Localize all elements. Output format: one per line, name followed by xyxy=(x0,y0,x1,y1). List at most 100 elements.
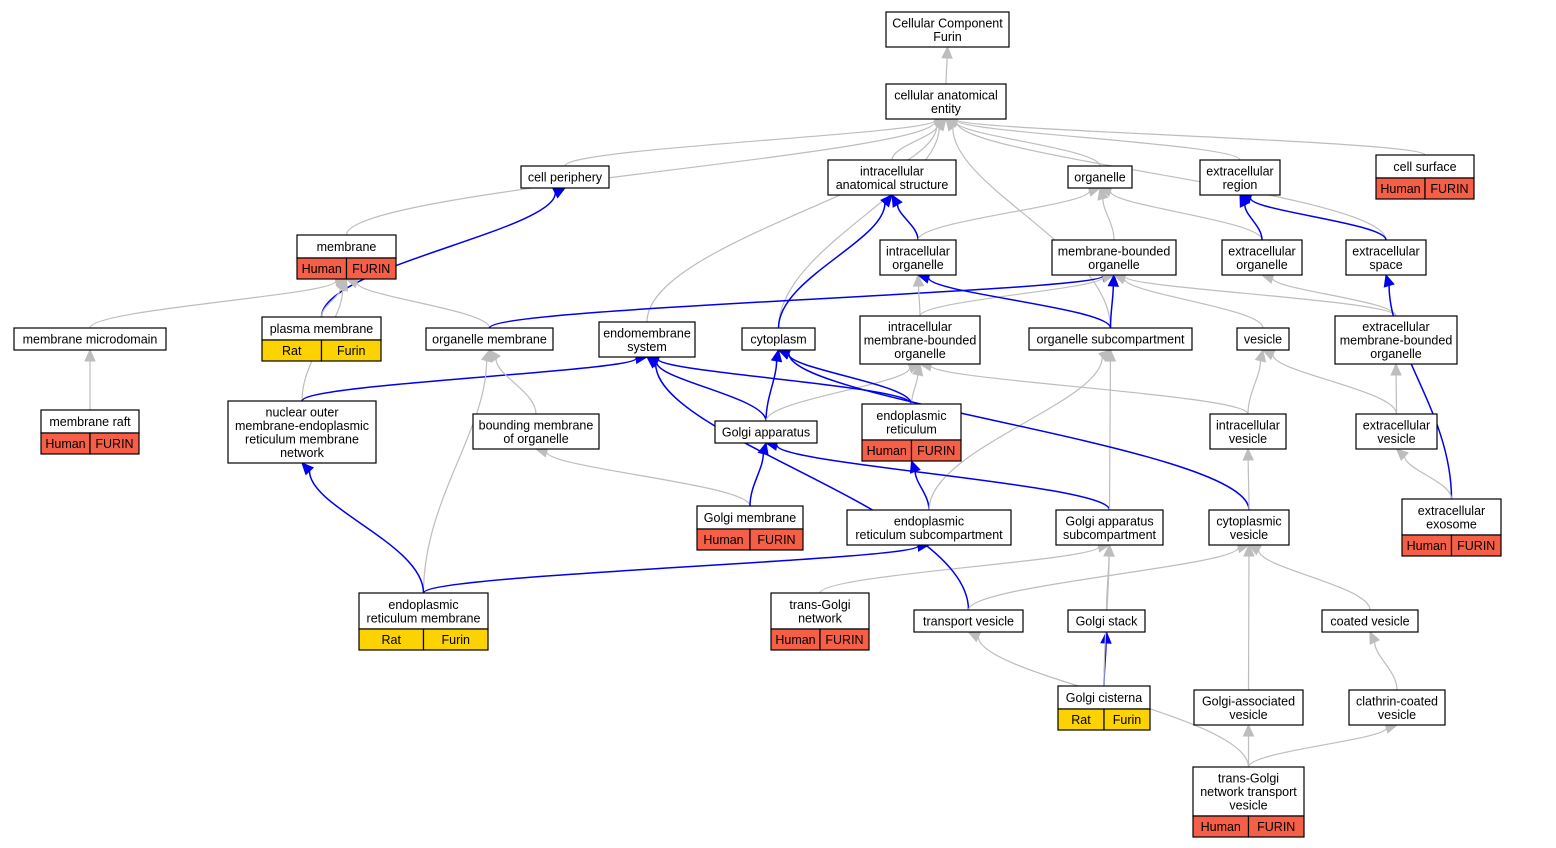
edge-coated-ves-to-cyto-vesicle xyxy=(1247,544,1371,611)
edge-tgn-to-golgi-subcomp xyxy=(819,541,1111,594)
gene-cell xyxy=(89,432,140,455)
node-label-line: endomembrane xyxy=(603,326,691,340)
arrowhead xyxy=(301,462,315,476)
arrowhead xyxy=(880,194,893,208)
node-org-subcomp[interactable]: organelle subcompartment xyxy=(1028,327,1193,351)
arrowhead xyxy=(1107,273,1120,287)
edge-line xyxy=(765,367,911,422)
edge-transport-ves-to-endomem xyxy=(646,356,970,611)
node-label-line: space xyxy=(1369,258,1402,272)
node-label-line: intracellular xyxy=(860,164,924,178)
edge-line xyxy=(927,277,1112,329)
node-label-line: membrane-bounded xyxy=(1340,334,1453,348)
arrowhead xyxy=(646,356,660,369)
node-golgi-app[interactable]: Golgi apparatus xyxy=(714,420,818,444)
gene-cell xyxy=(422,628,489,651)
edge-line xyxy=(776,444,1111,511)
edge-golgi-mem-to-golgi-app xyxy=(749,441,769,507)
node-mem-micro[interactable]: membrane microdomain xyxy=(13,327,167,351)
node-label-line: extracellular xyxy=(1228,244,1295,258)
node-transport-ves[interactable]: transport vesicle xyxy=(913,609,1024,633)
node-label-line: intracellular xyxy=(888,320,952,334)
edge-ec-vesicle-to-ecmbo xyxy=(1390,362,1402,415)
node-label-line: region xyxy=(1223,178,1258,192)
node-nuc-outer[interactable]: nuclear outermembrane-endoplasmicreticul… xyxy=(227,400,377,464)
node-organelle[interactable]: organelle xyxy=(1067,165,1133,189)
edge-line xyxy=(967,546,1239,611)
edge-line xyxy=(356,282,491,329)
edge-cytoplasm-to-ias xyxy=(777,194,893,329)
edge-line xyxy=(1388,285,1453,500)
node-label-line: reticulum membrane xyxy=(245,432,359,446)
node-golgi-stack[interactable]: Golgi stack xyxy=(1067,609,1146,633)
edge-line xyxy=(301,357,637,402)
arrowhead xyxy=(911,362,924,377)
node-coated-ves[interactable]: coated vesicle xyxy=(1321,609,1419,633)
node-cell-periphery[interactable]: cell periphery xyxy=(520,165,610,189)
edge-line xyxy=(952,127,1112,329)
gene-label: Furin xyxy=(1113,713,1142,727)
arrowhead xyxy=(1100,630,1112,644)
gene-cell xyxy=(1103,708,1151,731)
node-cytoplasm[interactable]: cytoplasm xyxy=(741,327,816,351)
species-label: Human xyxy=(775,633,815,647)
node-label-line: vesicle xyxy=(1229,432,1267,446)
node-label-line: membrane microdomain xyxy=(23,333,158,347)
node-header xyxy=(879,239,957,276)
edge-org-mem-to-mbo xyxy=(488,270,1116,329)
edge-line xyxy=(928,357,1103,511)
node-label-line: Golgi-associated xyxy=(1202,694,1295,708)
edge-line xyxy=(654,363,970,611)
node-label-line: coated vesicle xyxy=(1330,615,1409,629)
node-label-line: membrane-bounded xyxy=(864,334,977,348)
edge-ic-vesicle-to-icmbo xyxy=(918,360,1249,415)
edge-line xyxy=(956,121,1387,241)
node-header xyxy=(1028,327,1193,351)
node-org-mem[interactable]: organelle membrane xyxy=(425,327,554,351)
node-vesicle[interactable]: vesicle xyxy=(1236,327,1290,351)
node-label-line: organelle xyxy=(892,258,943,272)
node-header xyxy=(227,400,377,464)
node-label-line: organelle xyxy=(1370,347,1421,361)
node-label-line: organelle xyxy=(1088,258,1139,272)
node-header xyxy=(1401,498,1502,536)
node-header xyxy=(472,413,600,450)
edge-ext-region-to-cae xyxy=(944,114,1241,161)
node-label-line: organelle membrane xyxy=(432,333,547,347)
edge-line xyxy=(646,125,938,323)
edge-ec-exosome-to-ec-vesicle xyxy=(1395,448,1453,500)
edge-golgi-subcomp-to-org-subcomp xyxy=(1104,348,1117,511)
edge-line xyxy=(788,353,1250,511)
